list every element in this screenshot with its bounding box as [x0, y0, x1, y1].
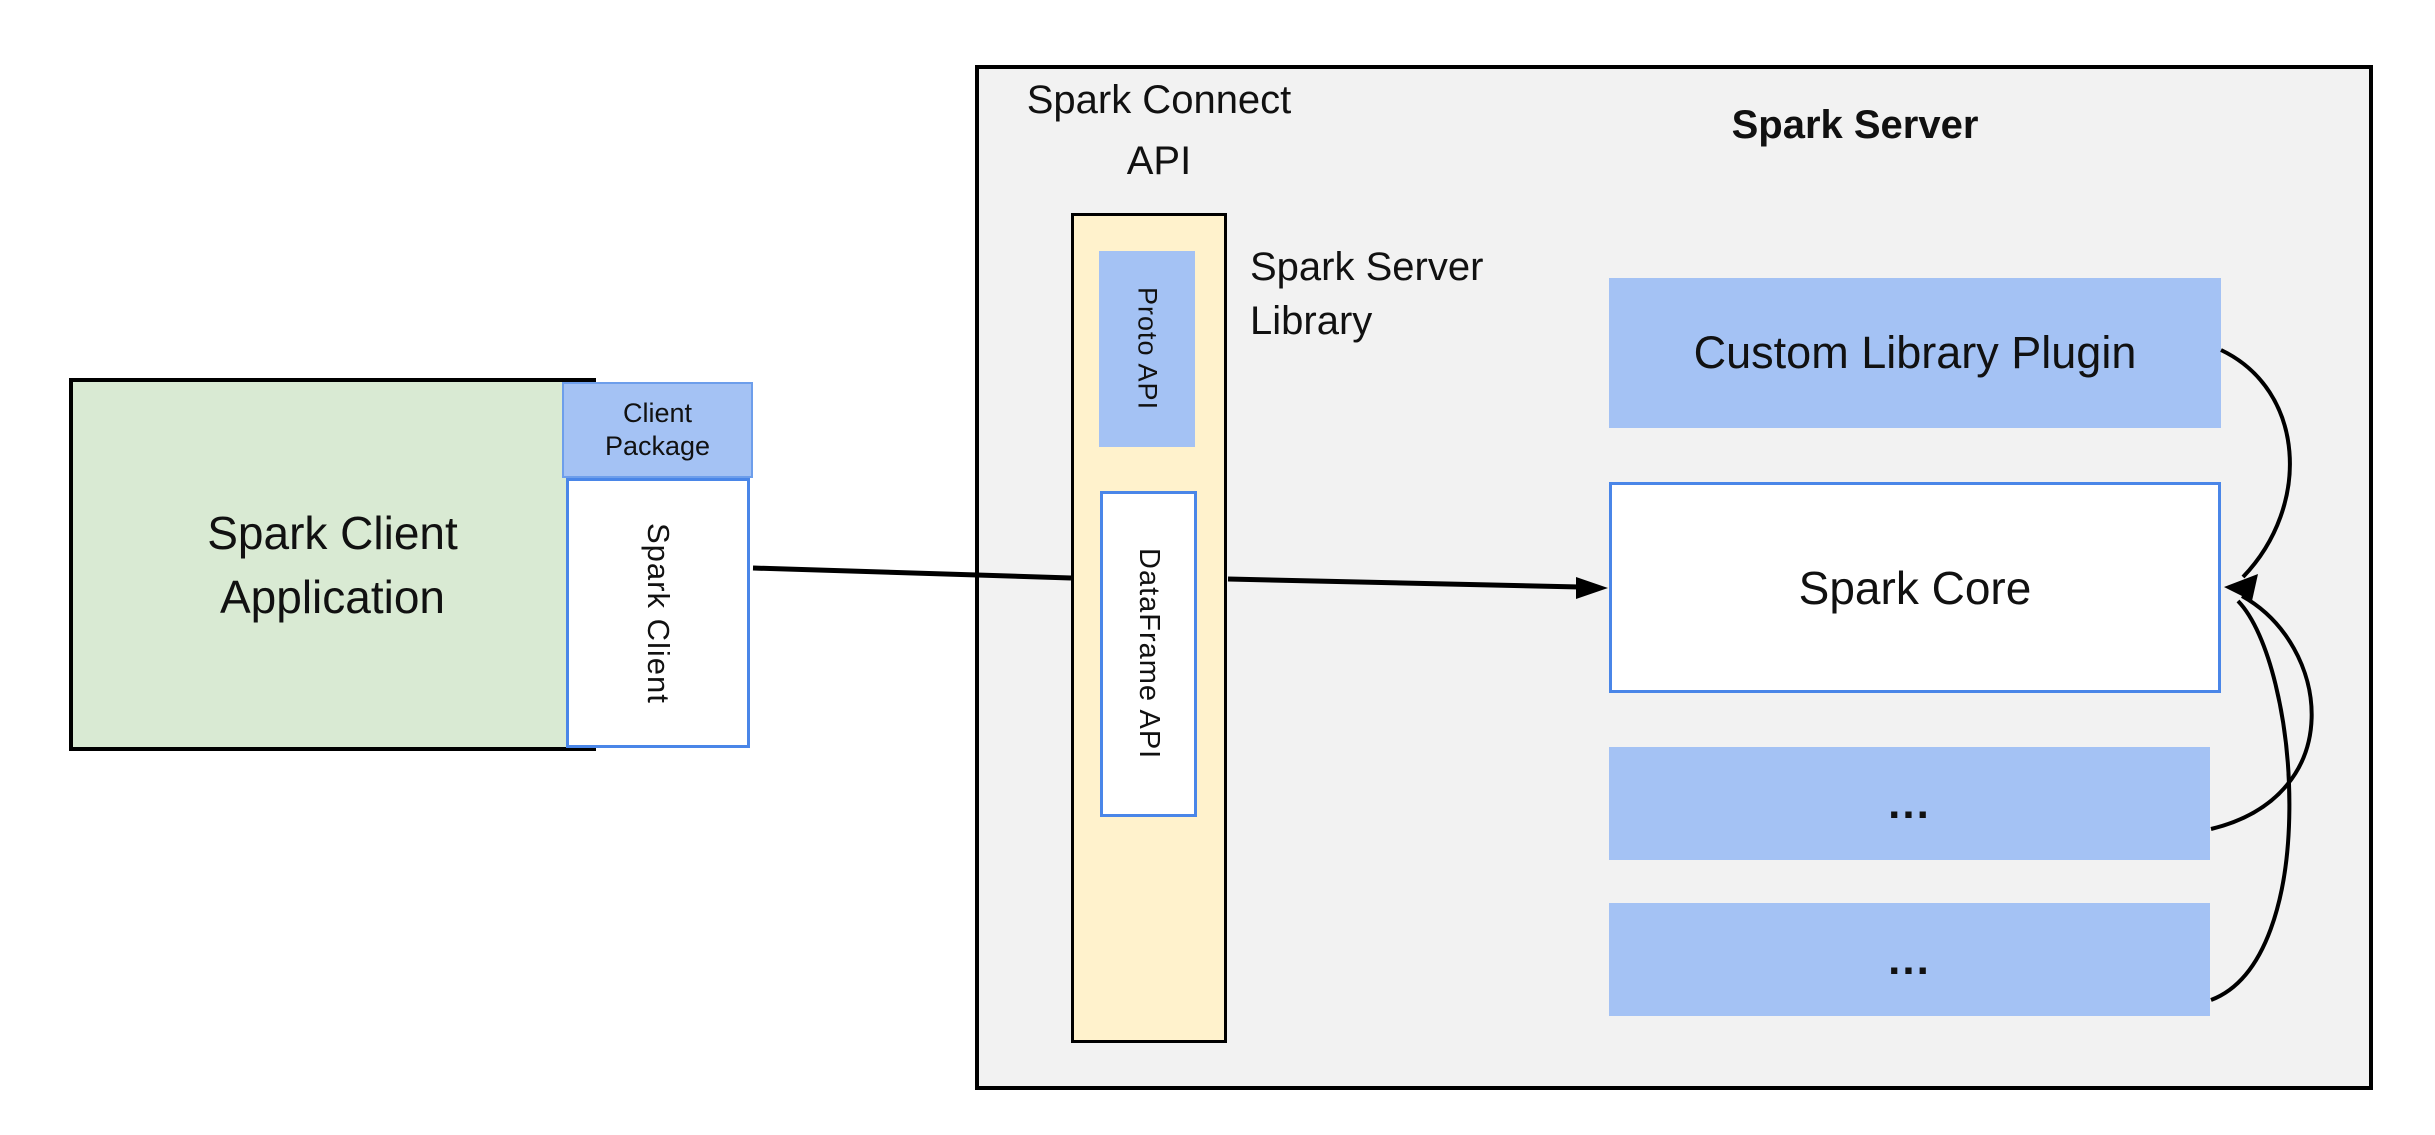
proto-api-box: Proto API — [1099, 251, 1195, 447]
more-plugins-box-2: ... — [1609, 903, 2210, 1016]
custom-library-plugin-label: Custom Library Plugin — [1693, 327, 2137, 378]
spark-core-box: Spark Core — [1609, 482, 2221, 693]
spark-connect-api-title: Spark Connect API — [1026, 78, 1292, 183]
spark-server-library-label: Spark Server Library — [1250, 245, 1484, 343]
client-package-label: Client Package — [604, 398, 711, 461]
spark-server-title: Spark Server — [1731, 103, 1979, 147]
proto-api-label: Proto API — [1132, 287, 1163, 411]
dataframe-api-box: DataFrame API — [1100, 491, 1197, 817]
spark-client-application-box: Spark Client Application — [69, 378, 596, 751]
spark-client-application-label: Spark Client Application — [207, 506, 458, 623]
dataframe-api-label: DataFrame API — [1133, 548, 1165, 760]
more-plugins-label-2: ... — [1888, 934, 1931, 984]
more-plugins-box-1: ... — [1609, 747, 2210, 860]
spark-client-box: Spark Client — [566, 478, 750, 748]
spark-client-label: Spark Client — [641, 522, 676, 704]
custom-library-plugin-box: Custom Library Plugin — [1609, 278, 2221, 428]
more-plugins-label-1: ... — [1888, 778, 1931, 828]
client-package-box: Client Package — [562, 382, 753, 478]
spark-core-label: Spark Core — [1798, 561, 2032, 614]
